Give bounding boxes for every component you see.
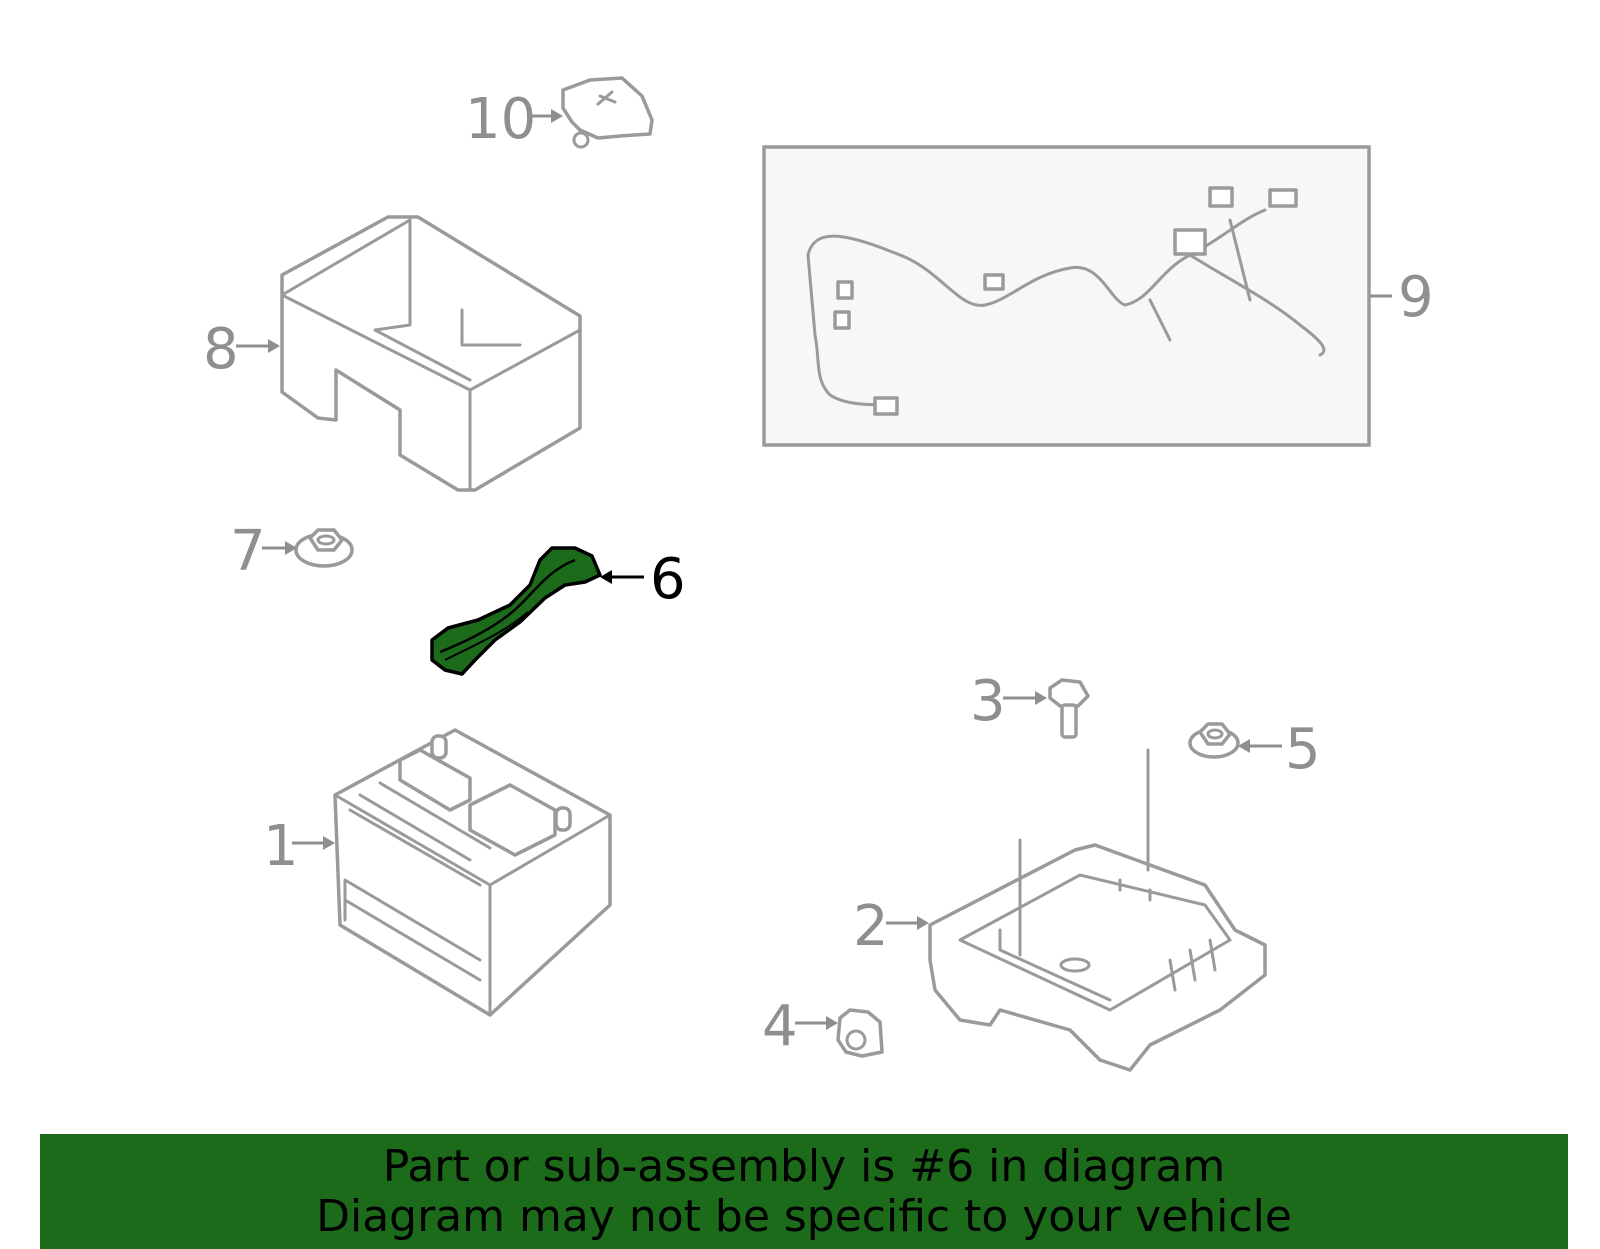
callout-4-label: 4 (762, 994, 798, 1059)
callout-5-label: 5 (1285, 717, 1321, 782)
part-10-clip[interactable] (561, 76, 654, 149)
callout-8: 8 (203, 317, 280, 382)
callout-2-label: 2 (853, 894, 889, 959)
callout-1: 1 (263, 814, 335, 879)
callout-10: 10 (465, 87, 563, 152)
part-7-nut[interactable] (294, 528, 354, 568)
part-5-nut[interactable] (1188, 722, 1240, 759)
part-4-clip[interactable] (836, 1008, 884, 1058)
callout-6-label: 6 (650, 547, 686, 612)
callout-6: 6 (600, 547, 686, 612)
part-2-battery-tray[interactable] (928, 748, 1267, 1072)
callout-7: 7 (230, 519, 297, 584)
info-banner: Part or sub-assembly is #6 in diagram Di… (40, 1134, 1568, 1249)
callout-3-label: 3 (970, 669, 1006, 734)
part-1-battery[interactable] (333, 728, 612, 1017)
callout-3: 3 (970, 669, 1047, 734)
callout-9-label: 9 (1398, 265, 1434, 330)
callout-5: 5 (1238, 717, 1321, 782)
banner-line-2: Diagram may not be specific to your vehi… (316, 1191, 1292, 1242)
callout-7-label: 7 (230, 519, 266, 584)
callout-1-label: 1 (263, 814, 299, 879)
part-3-bolt[interactable] (1048, 678, 1090, 739)
callout-4: 4 (762, 994, 838, 1059)
banner-line-1: Part or sub-assembly is #6 in diagram (382, 1141, 1226, 1192)
callout-2: 2 (853, 894, 929, 959)
callout-8-label: 8 (203, 317, 239, 382)
part-8-battery-cover[interactable] (280, 215, 582, 492)
callout-10-label: 10 (465, 87, 536, 152)
part-9-wiring-harness[interactable] (762, 145, 1371, 447)
callout-9: 9 (1370, 265, 1434, 330)
part-6-hold-down-bracket[interactable] (430, 546, 602, 676)
part-6-body (430, 546, 602, 676)
